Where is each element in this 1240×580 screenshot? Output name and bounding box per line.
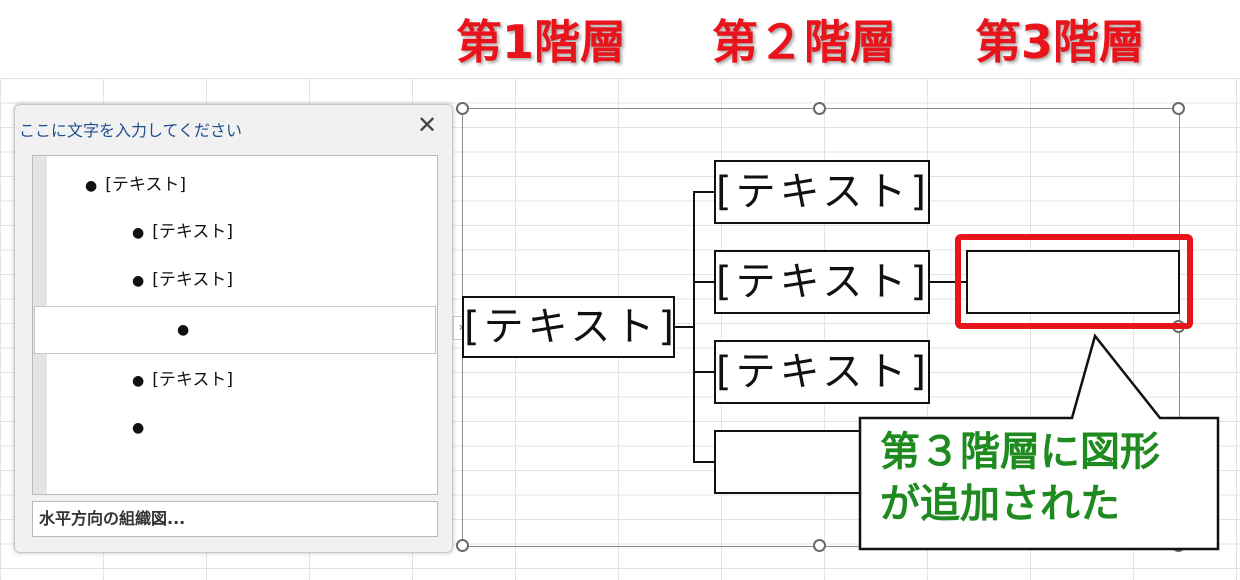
diagram-node-child[interactable]: [テキスト] <box>714 160 930 224</box>
connector-line <box>929 281 967 283</box>
diagram-node-root[interactable]: [テキスト] <box>462 296 675 358</box>
list-item[interactable]: ● [テキスト] <box>132 221 233 244</box>
list-item-text: [テキスト] <box>152 222 233 242</box>
callout-line-1: 第３階層に図形 <box>880 429 1160 475</box>
heading-level-1: 第1階層 <box>456 15 627 69</box>
list-item[interactable]: ● [テキスト] <box>132 269 233 292</box>
resize-handle[interactable] <box>456 539 469 552</box>
selected-row[interactable] <box>34 306 436 354</box>
connector-line <box>693 281 715 283</box>
text-pane-footer[interactable]: 水平方向の組織図... <box>32 501 438 537</box>
bullet-icon: ● <box>177 322 190 338</box>
connector-line <box>693 191 715 193</box>
resize-handle[interactable] <box>813 539 826 552</box>
heading-level-3: 第3階層 <box>975 15 1146 69</box>
close-icon[interactable]: ✕ <box>417 111 438 139</box>
highlight-box <box>955 234 1193 329</box>
text-pane-list[interactable]: ● [テキスト] ● [テキスト] ● [テキスト] ● ● [テキスト] ● <box>32 155 438 495</box>
bullet-icon: ● <box>132 373 145 389</box>
list-item-text: [テキスト] <box>152 270 233 290</box>
diagram-node-child[interactable]: [テキスト] <box>714 340 930 404</box>
callout-shape <box>858 333 1220 551</box>
text-pane: ここに文字を入力してください ✕ ● [テキスト] ● [テキスト] ● [テキスト]… <box>14 104 453 553</box>
bullet-icon: ● <box>132 225 145 241</box>
list-item[interactable]: ● [テキスト] <box>85 174 186 197</box>
bullet-icon: ● <box>85 178 98 194</box>
callout-text: 第３階層に図形 が追加された <box>880 426 1210 530</box>
connector-line <box>693 191 695 463</box>
diagram-node-grandchild[interactable] <box>966 250 1180 314</box>
bullet-icon: ● <box>132 420 145 436</box>
bullet-icon: ● <box>132 273 145 289</box>
connector-line <box>693 371 715 373</box>
list-item-text: [テキスト] <box>152 370 233 390</box>
text-pane-title: ここに文字を入力してください <box>19 121 243 140</box>
list-item[interactable]: ● [テキスト] <box>132 369 233 392</box>
list-item[interactable]: ● <box>177 318 197 341</box>
connector-line <box>693 461 715 463</box>
list-item-text: [テキスト] <box>105 175 186 195</box>
callout-line-2: が追加された <box>880 481 1120 527</box>
resize-handle[interactable] <box>456 102 469 115</box>
connector-line <box>673 326 695 328</box>
resize-handle[interactable] <box>813 102 826 115</box>
resize-handle[interactable] <box>1172 102 1185 115</box>
diagram-node-child[interactable]: [テキスト] <box>714 250 930 314</box>
list-item[interactable]: ● <box>132 416 152 439</box>
heading-level-2: 第２階層 <box>712 15 896 69</box>
